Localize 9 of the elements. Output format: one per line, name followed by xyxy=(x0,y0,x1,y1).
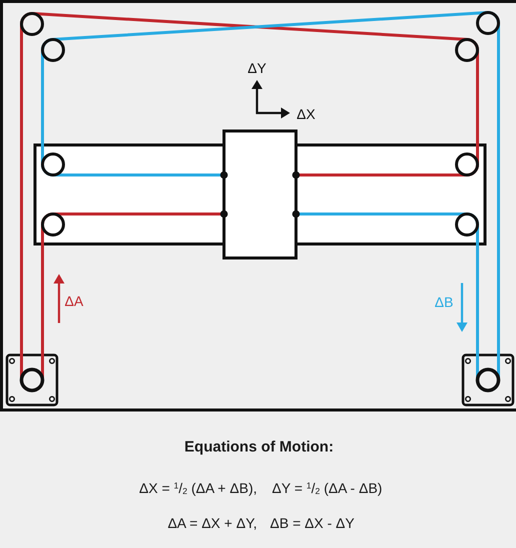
equation: ΔB = ΔX - ΔY xyxy=(270,514,354,532)
equation: ΔY = $^{1}$/$_{2}$ (ΔA - ΔB) xyxy=(272,480,382,496)
equation: ΔA = ΔX + ΔY, xyxy=(168,514,257,532)
motion-label: ΔB xyxy=(434,294,454,310)
motion-label: ΔA xyxy=(64,292,84,310)
axis-label: ΔY xyxy=(248,60,266,76)
equation: ΔX = $^{1}$/$_{2}$ (ΔA + ΔB), xyxy=(139,480,257,496)
equations-heading: Equations of Motion: xyxy=(184,438,334,456)
axis-label: ΔX xyxy=(296,106,316,122)
